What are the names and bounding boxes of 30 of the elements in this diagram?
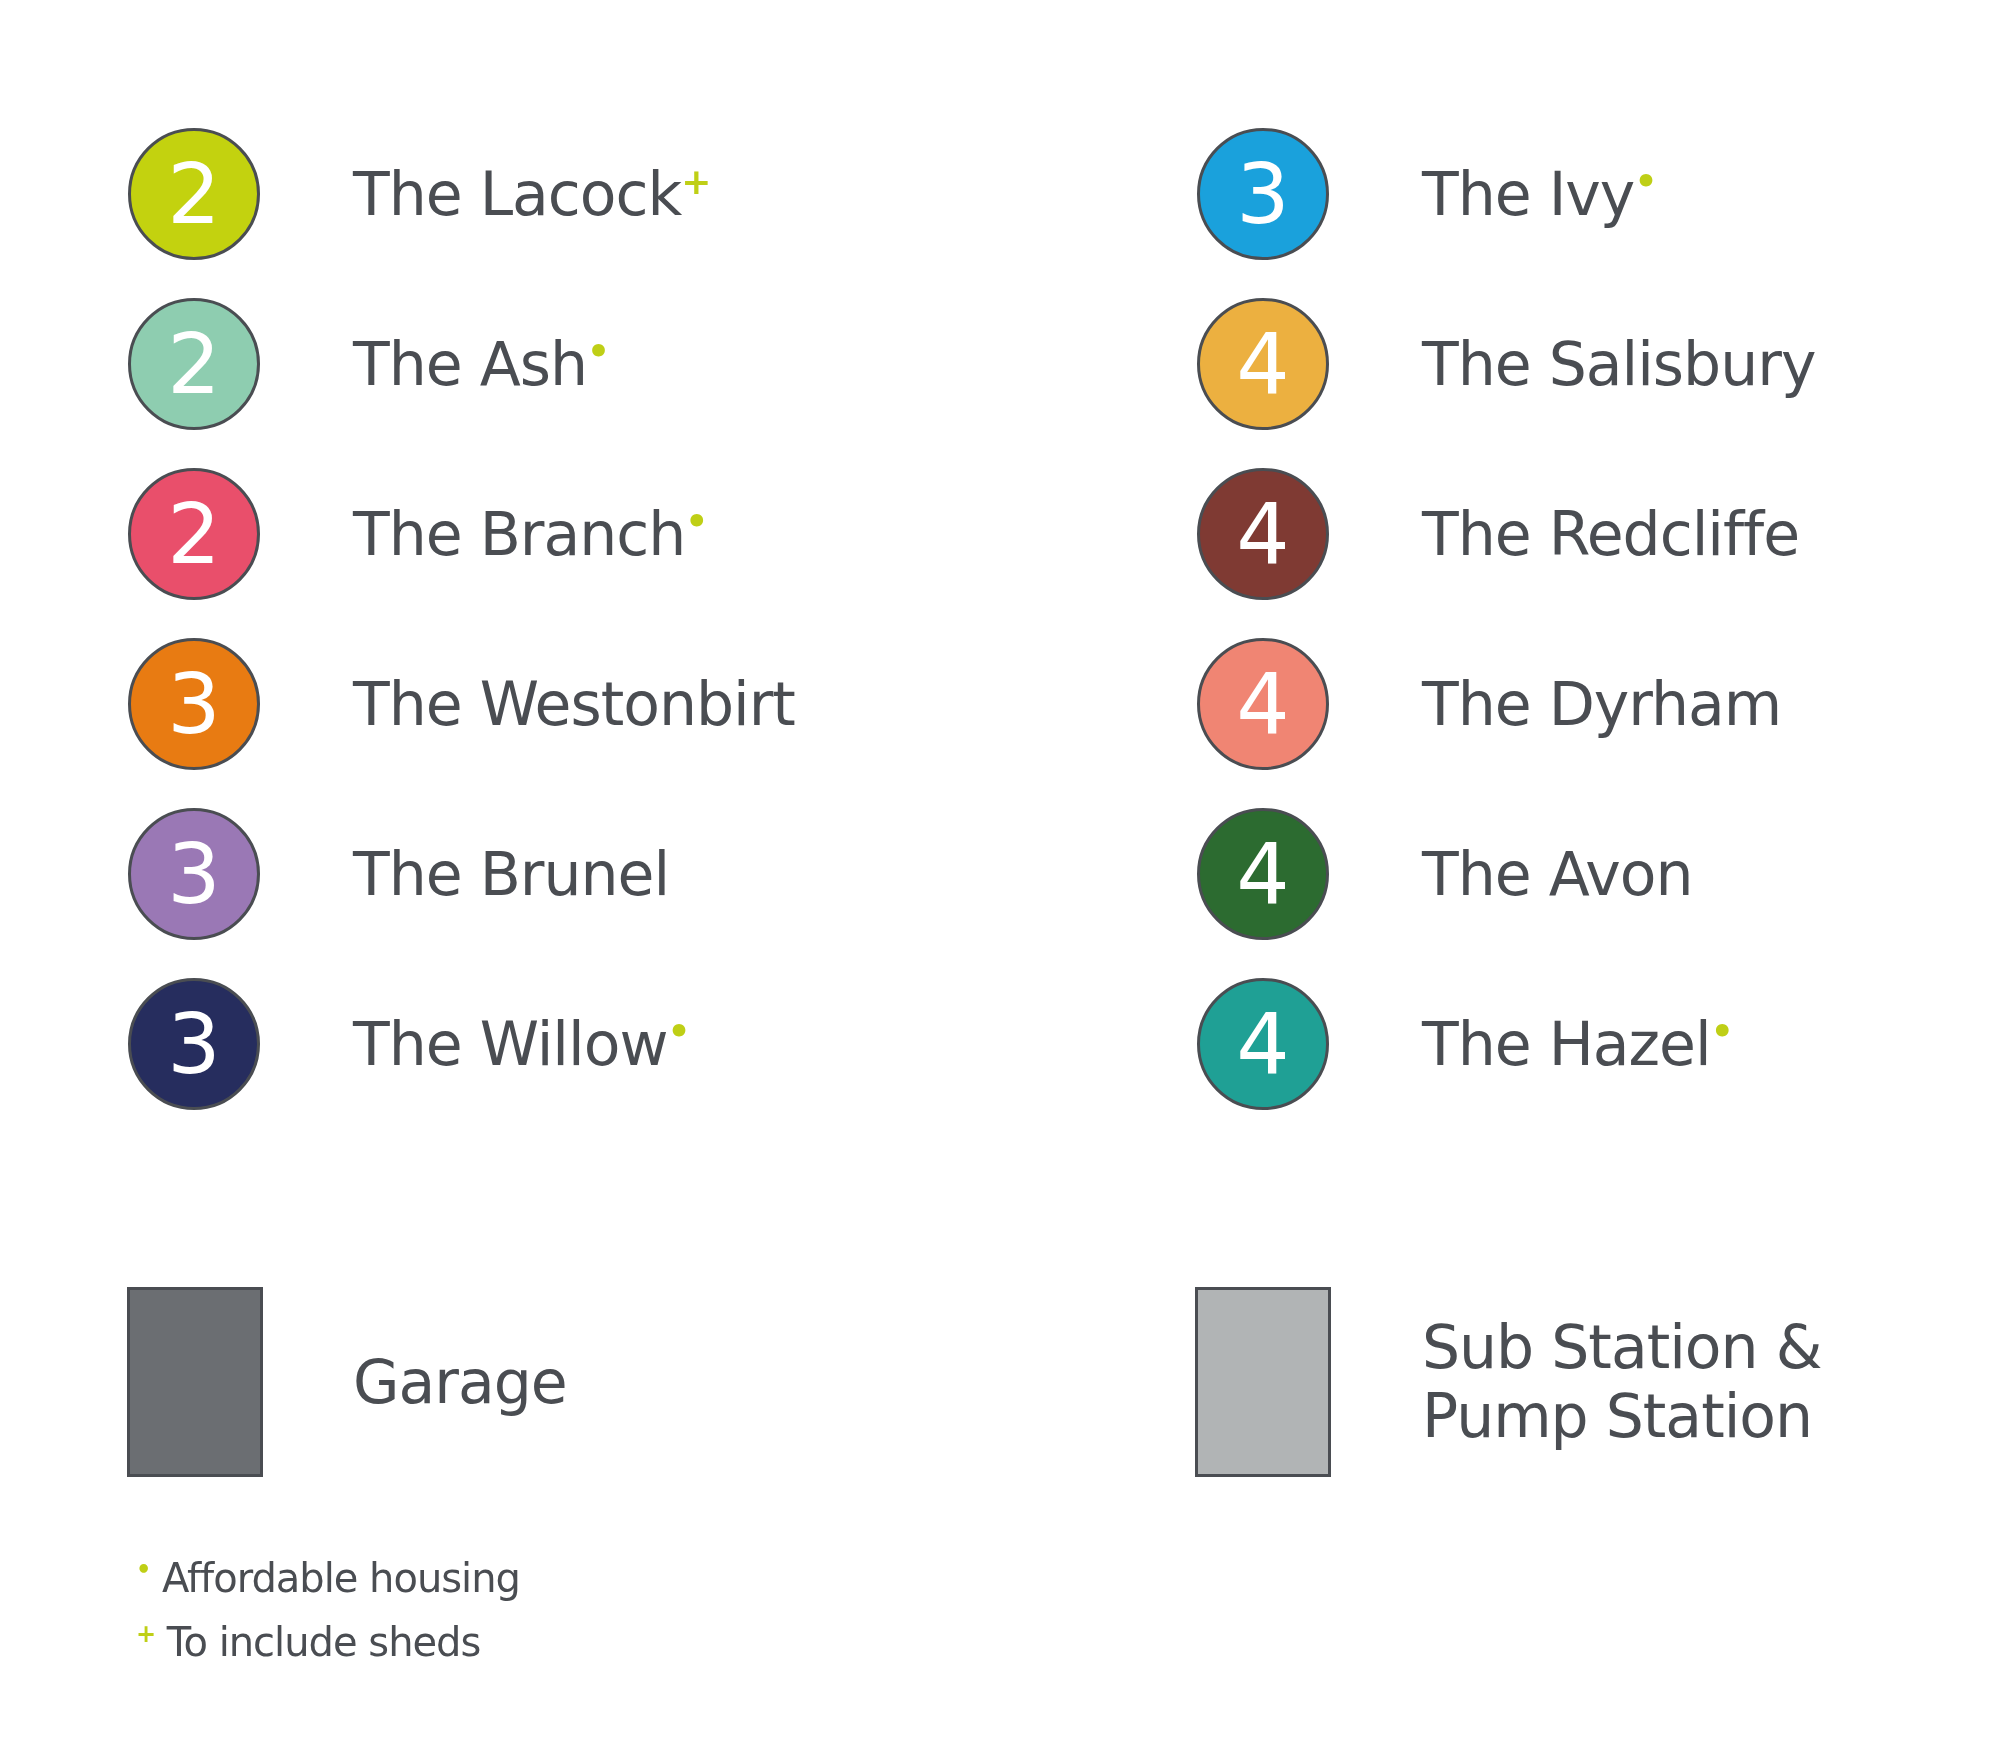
house-type-name: The Redcliffe [1422, 499, 1800, 569]
number-circle: 2 [128, 298, 260, 430]
house-type-name: The Ash$^{•}$ [353, 329, 609, 399]
footnote: $^{+}$ To include sheds [136, 1619, 481, 1665]
number-circle: 4 [1197, 808, 1329, 940]
number-circle: 2 [128, 468, 260, 600]
number-circle: 3 [128, 978, 260, 1110]
number-circle: 4 [1197, 298, 1329, 430]
house-type-name: The Lacock$^{+}$ [353, 159, 711, 229]
house-type-name: Garage [353, 1347, 567, 1417]
number-circle: 3 [128, 638, 260, 770]
legend-box [127, 1287, 263, 1477]
number-circle: 4 [1197, 468, 1329, 600]
house-type-name: The Avon [1422, 839, 1693, 909]
number-circle: 2 [128, 128, 260, 260]
house-type-name: Sub Station & Pump Station [1422, 1313, 1823, 1451]
house-type-name: The Willow$^{•}$ [353, 1009, 690, 1079]
legend-box [1195, 1287, 1331, 1477]
number-circle: 4 [1197, 638, 1329, 770]
house-type-name: The Hazel$^{•}$ [1422, 1009, 1733, 1079]
house-type-name: The Branch$^{•}$ [353, 499, 708, 569]
number-circle: 3 [128, 808, 260, 940]
number-circle: 4 [1197, 978, 1329, 1110]
house-type-name: The Ivy$^{•}$ [1422, 159, 1657, 229]
house-type-name: The Brunel [353, 839, 670, 909]
house-type-name: The Westonbirt [353, 669, 795, 739]
house-type-name: The Salisbury [1422, 329, 1816, 399]
footnote: $^{•}$ Affordable housing [136, 1555, 520, 1601]
house-type-name: The Dyrham [1422, 669, 1782, 739]
number-circle: 3 [1197, 128, 1329, 260]
